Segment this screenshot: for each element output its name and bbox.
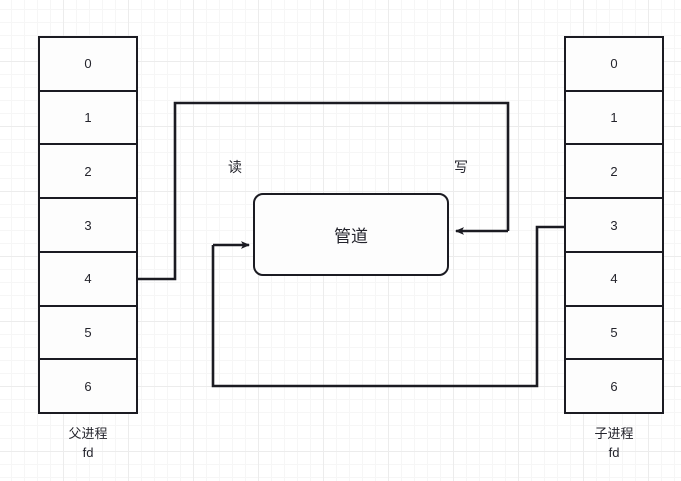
read-label: 读 [228,159,242,175]
child-fd-cell[interactable]: 1 [566,91,662,146]
child-fd-cell[interactable]: 0 [566,38,662,92]
pipe-box[interactable]: 管道 [253,193,449,276]
parent-table-caption: 父进程 fd [68,426,108,460]
child-fd-cell[interactable]: 4 [566,252,662,307]
child-fd-cell[interactable]: 5 [566,306,662,361]
child-table-caption: 子进程 fd [594,426,634,460]
parent-fd-cell[interactable]: 2 [40,145,136,200]
child-fd-cell[interactable]: 2 [566,145,662,200]
child-fd-table: 0 1 2 3 4 5 6 [564,36,664,414]
parent-fd-cell[interactable]: 6 [40,360,136,413]
pipe-label: 管道 [334,227,368,246]
parent-fd-table: 0 1 2 3 4 5 6 [38,36,138,414]
parent-fd-cell[interactable]: 5 [40,306,136,361]
write-label: 写 [454,159,468,175]
parent-fd-cell[interactable]: 0 [40,38,136,92]
child-fd-cell[interactable]: 3 [566,199,662,253]
parent-fd-cell[interactable]: 3 [40,199,136,253]
parent-fd-cell[interactable]: 1 [40,91,136,146]
parent-fd-cell[interactable]: 4 [40,252,136,307]
child-fd-cell[interactable]: 6 [566,360,662,413]
